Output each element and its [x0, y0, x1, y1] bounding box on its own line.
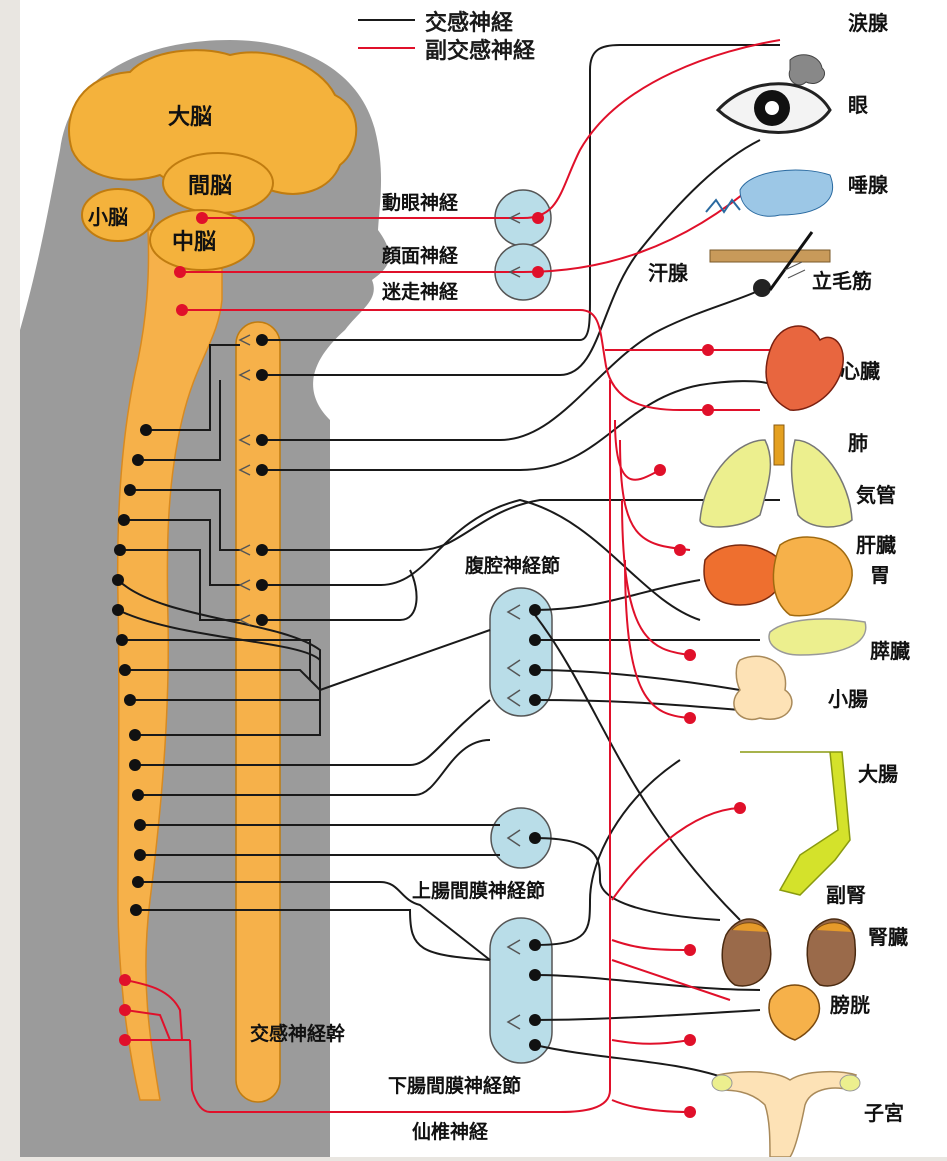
label-sympathetic-trunk: 交感神経幹: [250, 1022, 346, 1045]
label-celiac-ganglion: 腹腔神経節: [464, 554, 560, 577]
legend-sympathetic-label: 交感神経: [425, 10, 514, 36]
label-lung: 肺: [848, 431, 868, 455]
label-heart: 心臓: [840, 359, 880, 383]
label-uterus: 子宮: [864, 1101, 904, 1125]
label-cerebellum: 小脳: [88, 205, 128, 229]
label-salivary: 唾腺: [848, 173, 889, 197]
label-small-intestine: 小腸: [828, 687, 868, 711]
label-arrector: 立毛筋: [812, 269, 872, 293]
label-liver: 肝臓: [856, 533, 896, 557]
inferior-mesenteric-ganglion: [490, 918, 552, 1063]
label-midbrain: 中脳: [172, 230, 216, 255]
label-kidney: 腎臓: [868, 925, 908, 949]
label-lacrimal: 涙腺: [848, 11, 889, 35]
label-oculomotor-nerve: 動眼神経: [382, 191, 459, 214]
label-stomach: 胃: [870, 563, 890, 587]
label-bladder: 膀胱: [829, 993, 870, 1017]
label-trachea: 気管: [856, 483, 896, 507]
legend-parasympathetic-label: 副交感神経: [425, 38, 536, 64]
label-facial-nerve: 顔面神経: [381, 244, 459, 267]
label-pancreas: 膵臓: [870, 639, 910, 663]
label-sweat: 汗腺: [648, 261, 689, 285]
label-eye: 眼: [848, 93, 868, 117]
label-sacral-nerve: 仙椎神経: [412, 1120, 489, 1143]
label-large-intestine: 大腸: [858, 762, 898, 786]
celiac-ganglion: [490, 588, 552, 716]
label-diencephalon: 間脳: [188, 174, 232, 199]
label-cerebrum: 大脳: [168, 105, 212, 130]
label-inferior-mesenteric-ganglion: 下腸間膜神経節: [388, 1074, 521, 1097]
label-superior-mesenteric-ganglion: 上腸間膜神経節: [412, 879, 545, 902]
label-adrenal: 副腎: [826, 883, 866, 907]
label-vagus-nerve: 迷走神経: [381, 280, 459, 303]
